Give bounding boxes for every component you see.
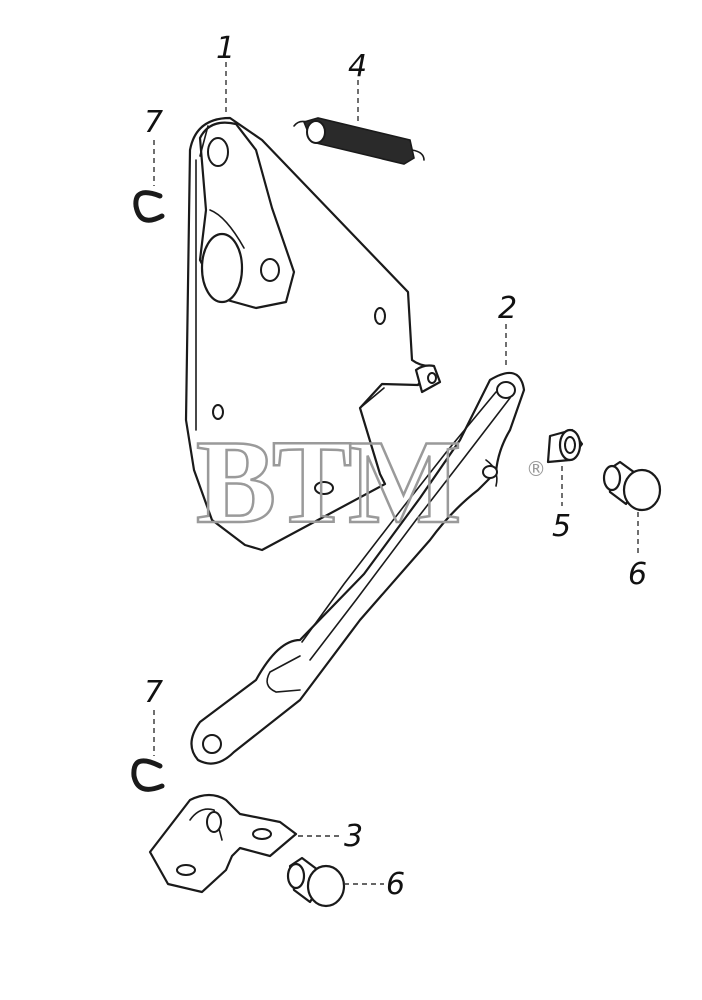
leader-lines [153, 62, 639, 885]
callout-5: 5 [552, 509, 571, 544]
part-2-lever [190, 371, 526, 765]
watermark-text: BTM [196, 415, 458, 548]
part-3-small-bracket [148, 793, 298, 894]
registered-mark: ® [526, 457, 546, 481]
callout-2: 2 [498, 291, 517, 326]
watermark: BTM ® [195, 414, 546, 550]
callout-labels: 1 2 3 4 5 6 6 7 7 [144, 31, 647, 902]
callout-3: 3 [344, 819, 363, 854]
callout-6-upper: 6 [628, 557, 647, 592]
part-5-bushing [546, 428, 584, 464]
callout-6-lower: 6 [386, 867, 405, 902]
callout-4: 4 [348, 49, 367, 84]
part-4-tension-spring [293, 117, 425, 165]
part-6-pin-upper [602, 460, 662, 512]
part-7-circlip-upper [133, 190, 165, 223]
part-7-circlip-lower [131, 758, 165, 792]
callout-7-lower: 7 [144, 675, 163, 710]
callout-1: 1 [216, 31, 235, 66]
part-1-bracket-plate [184, 116, 442, 552]
callout-7-upper: 7 [144, 105, 163, 140]
part-6-pin-lower [286, 856, 346, 908]
